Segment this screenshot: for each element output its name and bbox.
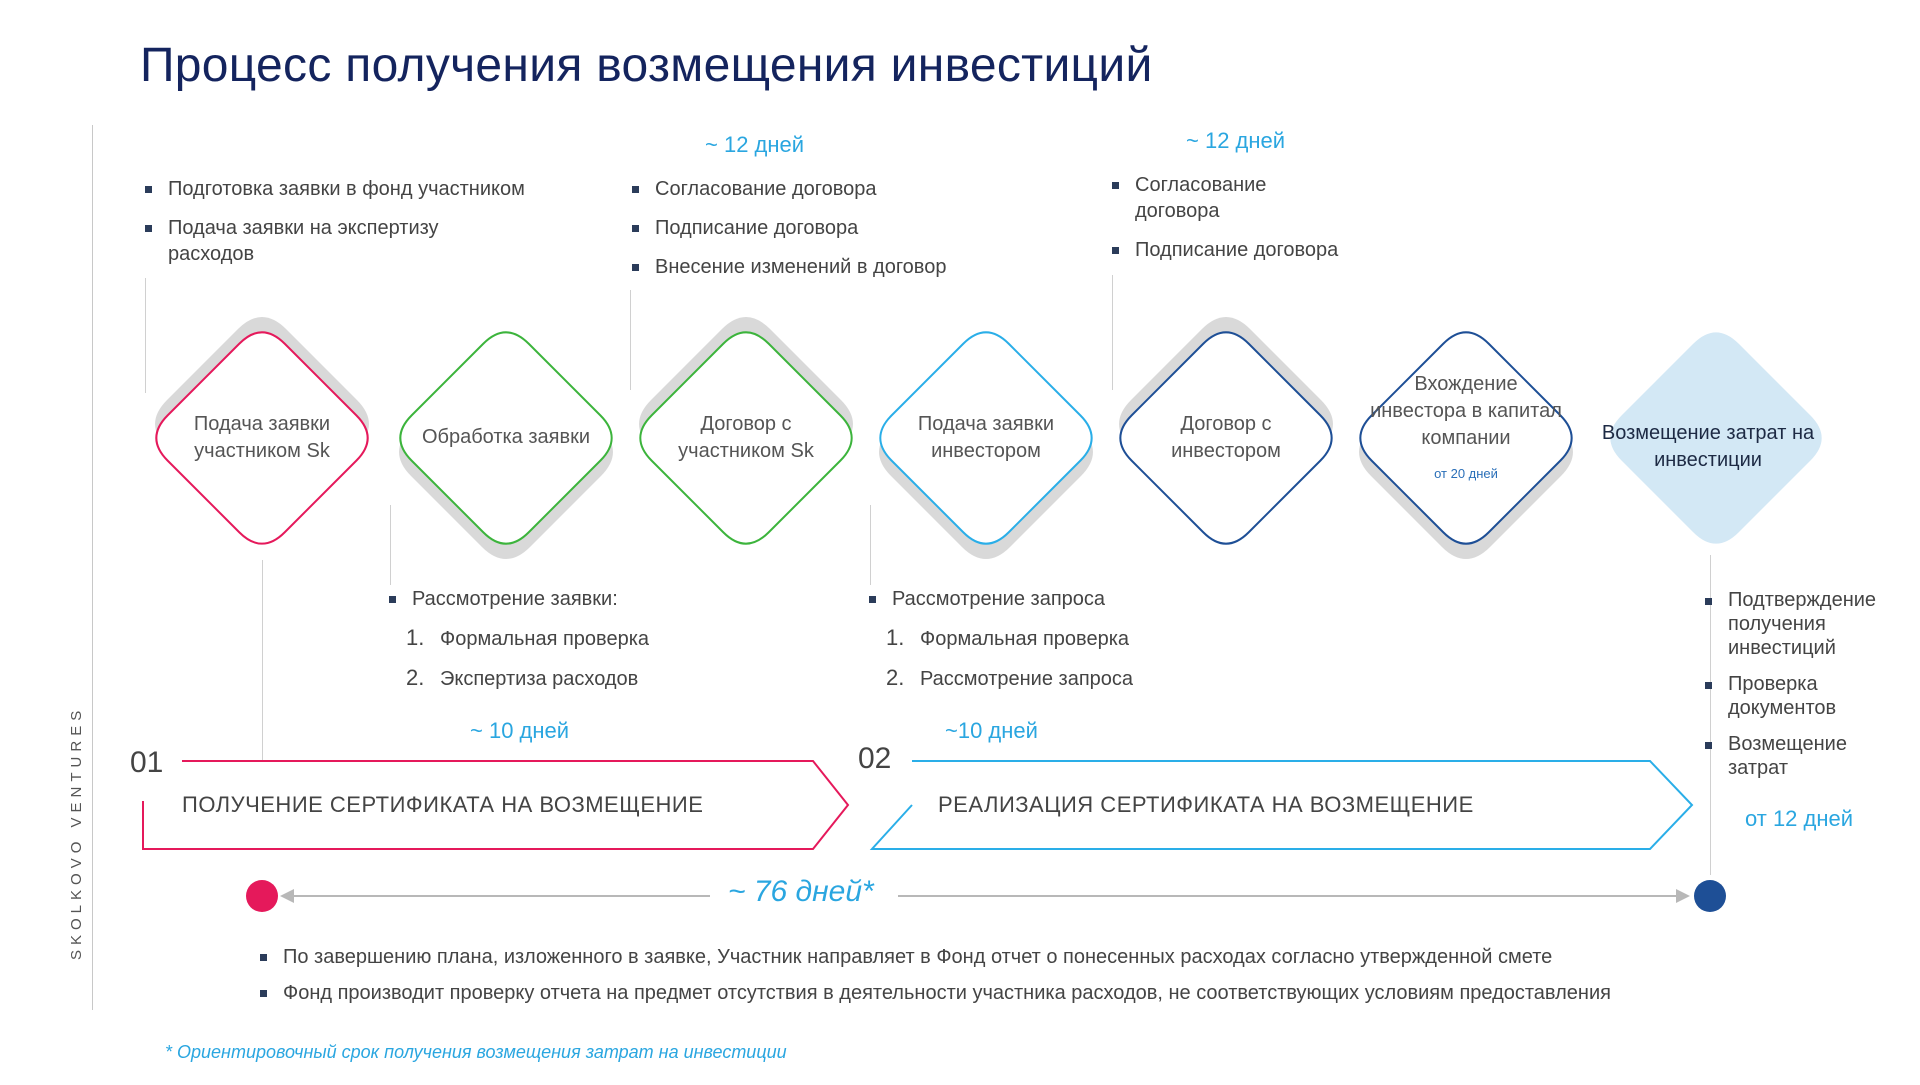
phase-1-arrow [142, 760, 850, 850]
step-4-label: Подача заявки инвестором [917, 413, 1055, 462]
bottom-note: Фонд производит проверку отчета на предм… [255, 980, 1611, 1006]
bottom-note: По завершению плана, изложенного в заявк… [255, 944, 1611, 970]
right-group-item: Возмещение затрат [1700, 732, 1900, 780]
step-2-label-text: Обработка заявки [421, 426, 591, 448]
connector-line [145, 278, 146, 393]
step-6-label: Вхождение инвестора в капитал компании о… [1366, 371, 1566, 487]
top-group-3-item: Согласование договора [1107, 172, 1285, 224]
mid-group-1-item-text: Формальная проверка [440, 628, 650, 650]
timeline-arrowhead-left [280, 889, 294, 903]
top-group-3: Согласование договора Подписание договор… [1107, 172, 1387, 276]
mid-group-2-item-number: 2. [886, 665, 905, 690]
mid-group-2-item: 2. Рассмотрение запроса [886, 665, 1133, 692]
mid-group-1-item: 2. Экспертиза расходов [406, 665, 649, 692]
phase-2-label: РЕАЛИЗАЦИЯ СЕРТИФИКАТА НА ВОЗМЕЩЕНИЕ [938, 792, 1474, 817]
top-group-2-item: Внесение изменений в договор [627, 254, 1047, 280]
connector-line [262, 560, 263, 760]
mid-group-1: Рассмотрение заявки: [384, 586, 618, 625]
right-group: Подтверждение получения инвестиций Прове… [1700, 588, 1900, 792]
mid-group-2-item-text: Формальная проверка [920, 628, 1130, 650]
top-group-1: Подготовка заявки в фонд участником Пода… [140, 176, 560, 280]
connector-line [1112, 275, 1113, 390]
phase-1-number: 01 [130, 746, 164, 779]
top-group-3-item: Подписание договора [1107, 237, 1387, 263]
mid-group-1-item-number: 1. [406, 625, 425, 650]
connector-line [870, 505, 871, 585]
step-7-label: Возмещение затрат на инвестиции [1601, 422, 1815, 471]
mid-group-2-item-text: Рассмотрение запроса [920, 668, 1134, 690]
mid-group-2-item-number: 1. [886, 625, 905, 650]
right-group-item: Подтверждение получения инвестиций [1700, 588, 1900, 660]
step-6-diamond [1359, 331, 1573, 545]
step-6-note: от 20 дней [1434, 466, 1498, 481]
top-group-2-item: Подписание договора [627, 215, 1047, 241]
timeline-start-dot [246, 880, 278, 912]
right-group-days: от 12 дней [1745, 806, 1854, 831]
mid-group-1-list: 1. Формальная проверка 2. Экспертиза расхо… [406, 625, 649, 705]
mid-group-1-head: Рассмотрение заявки: [384, 586, 618, 612]
total-duration: ~ 76 дней* [728, 875, 874, 908]
step-3-label: Договор с участником Sk [678, 413, 814, 462]
timeline-end-dot [1694, 880, 1726, 912]
phase-1-days: ~ 10 дней [470, 718, 570, 743]
connector-line [1710, 555, 1711, 875]
right-group-item: Проверка документов [1700, 672, 1900, 720]
step-6-label-text: Вхождение инвестора в капитал компании [1370, 373, 1562, 449]
mid-group-2: Рассмотрение запроса [864, 586, 1105, 625]
step-1-diamond [155, 331, 369, 545]
left-divider [92, 125, 93, 1010]
mid-group-1-item: 1. Формальная проверка [406, 625, 649, 652]
step-1-label: Подача заявки участником Sk [193, 413, 331, 462]
bottom-notes: По завершению плана, изложенного в заявк… [255, 944, 1611, 1019]
connector-line [630, 290, 631, 390]
top-group-1-item: Подготовка заявки в фонд участником [140, 176, 560, 202]
mid-group-2-head: Рассмотрение запроса [864, 586, 1105, 612]
phase-1-label: ПОЛУЧЕНИЕ СЕРТИФИКАТА НА ВОЗМЕЩЕНИЕ [182, 792, 704, 817]
timeline-arrowhead-right [1676, 889, 1690, 903]
step-5-diamond [1119, 331, 1333, 545]
top-group-2-item: Согласование договора [627, 176, 1047, 202]
top-group-2: Согласование договора Подписание договор… [627, 176, 1047, 293]
phase-2-number: 02 [858, 742, 892, 775]
step-2-diamond [399, 331, 613, 545]
top-group-3-days: ~ 12 дней [1186, 128, 1286, 153]
top-group-1-item: Подача заявки на экспертизу расходов [140, 215, 498, 267]
step-5-label: Договор с инвестором [1171, 413, 1281, 462]
mid-group-1-item-number: 2. [406, 665, 425, 690]
footnote: * Ориентировочный срок получения возмеще… [165, 1042, 787, 1062]
phase-2-arrow [869, 760, 1694, 850]
phase-2-days: ~10 дней [945, 718, 1038, 743]
step-4-diamond [879, 331, 1093, 545]
mid-group-2-list: 1. Формальная проверка 2. Рассмотрение зап… [886, 625, 1133, 705]
step-2-label: Обработка заявки [406, 424, 606, 451]
connector-line [390, 505, 391, 585]
mid-group-1-item-text: Экспертиза расходов [440, 668, 639, 690]
step-3-diamond [639, 331, 853, 545]
mid-group-2-item: 1. Формальная проверка [886, 625, 1133, 652]
page-title: Процесс получения возмещения инвестиций [140, 39, 1153, 92]
top-group-2-days: ~ 12 дней [705, 132, 805, 157]
step-7-diamond [1610, 332, 1822, 544]
